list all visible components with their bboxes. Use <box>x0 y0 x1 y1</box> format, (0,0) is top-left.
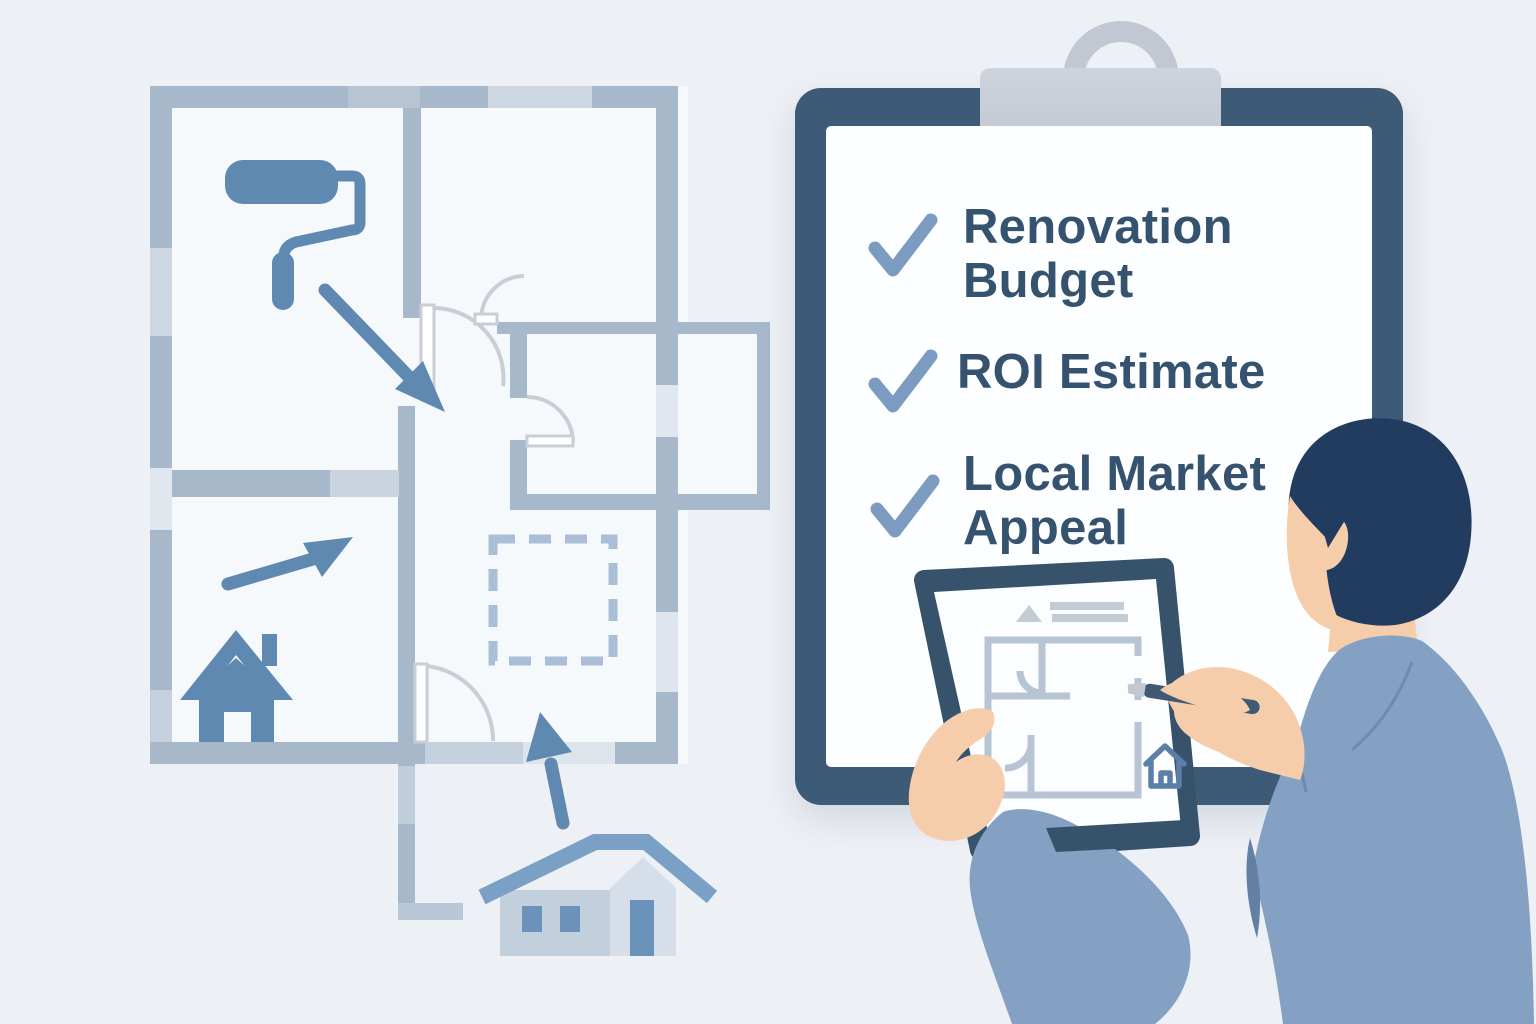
door-arcs <box>413 274 575 744</box>
left-hand <box>908 708 1005 841</box>
tablet-bottom-edge <box>1046 820 1188 852</box>
armpit-shadow <box>1246 838 1261 938</box>
checkmark-icon <box>868 213 938 277</box>
clipboard: Renovation Budget ROI Estimate Local Mar… <box>795 21 1403 805</box>
hair <box>1288 418 1472 626</box>
home-icon <box>180 630 293 742</box>
face-profile <box>1286 496 1344 632</box>
arrow-up-icon <box>526 712 572 830</box>
small-house-icon <box>478 834 718 956</box>
floor-plan-walls <box>150 86 770 920</box>
right-hand-with-pen <box>1127 666 1305 780</box>
checklist-item-local-market-appeal: Local Market Appeal <box>963 447 1267 555</box>
dashed-extension-square <box>488 534 618 666</box>
floor-plan-extension-room <box>678 322 770 510</box>
checkmark-icon <box>868 349 938 413</box>
checklist-item-roi-estimate: ROI Estimate <box>957 345 1266 399</box>
triangle-icon <box>1016 605 1042 622</box>
torso-jacket <box>1253 635 1534 1024</box>
paint-roller-icon <box>225 160 366 310</box>
mini-house-icon <box>1143 743 1187 789</box>
sideburn <box>1318 512 1350 548</box>
checkmark-icon <box>870 474 940 538</box>
arrow-down-right-icon <box>318 283 445 412</box>
left-arm-sleeve <box>969 809 1191 1024</box>
arrow-up-right-icon <box>221 537 353 591</box>
checklist-item-renovation-budget: Renovation Budget <box>963 200 1233 308</box>
head <box>1286 418 1472 632</box>
